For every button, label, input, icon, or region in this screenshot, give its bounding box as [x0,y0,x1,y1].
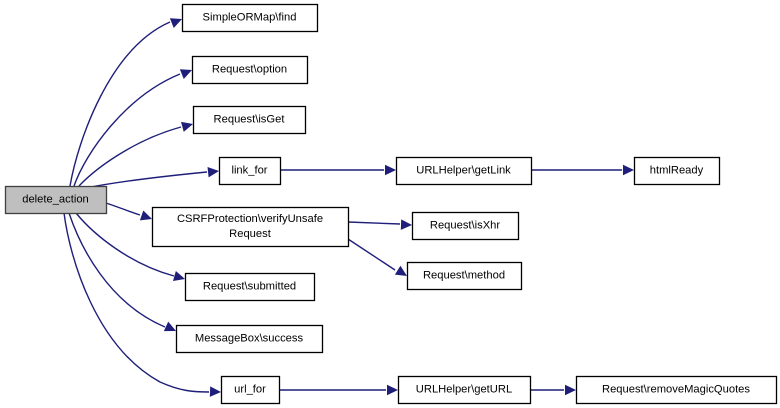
edge-delete_action-to-request_option [73,69,192,187]
node-link_for[interactable]: link_for [218,156,282,186]
edge-delete_action-to-request_isget [78,121,193,187]
node-request_submitted[interactable]: Request\submitted [184,272,316,302]
arrowhead-icon [172,270,185,281]
node-label-request_isxhr: Request\isXhr [430,219,501,231]
node-urlhelper_getlink[interactable]: URLHelper\getLink [395,156,533,186]
node-box-urlhelper_geturl[interactable] [397,375,532,405]
node-box-url_for[interactable] [220,375,281,405]
node-label-delete_action: delete_action [22,193,89,205]
node-box-delete_action[interactable] [4,185,108,215]
node-request_option[interactable]: Request\option [191,55,309,85]
edges-layer [63,18,634,397]
edge-urlhelper_getlink-to-htmlready [531,164,634,176]
node-label-request_removemagicquotes: Request\removeMagicQuotes [602,383,750,395]
edge-csrf_verifyunsaferequest-to-request_isxhr [347,219,412,230]
edge-delete_action-to-link_for [85,166,219,189]
arrowhead-icon [623,164,634,176]
edge-delete_action-to-csrf_verifyunsaferequest [105,202,152,221]
arrowhead-icon [394,265,407,276]
node-label-request_submitted: Request\submitted [203,280,296,292]
node-box-request_isget[interactable] [192,105,307,135]
node-label-messagebox_success: MessageBox\success [195,332,304,344]
node-box-csrf_verifyunsaferequest[interactable] [151,206,350,248]
node-box-simpleormap_find[interactable] [181,3,319,33]
edge-urlhelper_geturl-to-request_removemagicquotes [530,384,576,396]
edge-url_for-to-urlhelper_geturl [279,384,398,396]
node-box-request_option[interactable] [191,55,309,85]
node-label-htmlready: htmlReady [650,164,704,176]
edge-link_for-to-urlhelper_getlink [280,164,396,176]
node-request_method[interactable]: Request\method [406,261,523,291]
arrowhead-icon [400,219,412,230]
node-delete_action[interactable]: delete_action [4,185,108,215]
node-urlhelper_geturl[interactable]: URLHelper\getURL [397,375,532,405]
node-box-request_removemagicquotes[interactable] [575,375,778,405]
node-box-htmlready[interactable] [633,156,721,186]
node-box-request_method[interactable] [406,261,523,291]
node-request_removemagicquotes[interactable]: Request\removeMagicQuotes [575,375,778,405]
nodes-layer: delete_action SimpleORMap\findRequest\opt… [4,3,778,405]
edge-delete_action-to-messagebox_success [68,212,176,332]
edge-delete_action-to-url_for [63,212,221,397]
arrowhead-icon [181,121,193,132]
arrowhead-icon [209,386,221,397]
node-label-simpleormap_find: SimpleORMap\find [203,11,297,23]
node-label-link_for: link_for [231,164,267,176]
edge-delete_action-to-simpleormap_find [69,18,182,187]
arrowhead-icon [387,384,398,396]
arrowhead-icon [565,384,576,396]
arrowhead-icon [169,18,182,28]
node-url_for[interactable]: url_for [220,375,281,405]
node-request_isxhr[interactable]: Request\isXhr [411,211,520,241]
node-label-request_option: Request\option [212,63,287,75]
edge-delete_action-to-request_submitted [75,212,185,281]
node-label-urlhelper_getlink: URLHelper\getLink [416,164,511,176]
node-box-link_for[interactable] [218,156,282,186]
node-box-request_isxhr[interactable] [411,211,520,241]
edge-csrf_verifyunsaferequest-to-request_method [347,238,407,276]
node-label-url_for: url_for [234,383,266,395]
node-box-messagebox_success[interactable] [175,324,324,354]
node-messagebox_success[interactable]: MessageBox\success [175,324,324,354]
node-box-request_submitted[interactable] [184,272,316,302]
node-label-request_method: Request\method [423,269,505,281]
node-simpleormap_find[interactable]: SimpleORMap\find [181,3,319,33]
arrowhead-icon [207,166,219,178]
arrowhead-icon [163,321,176,332]
arrowhead-icon [385,164,396,176]
node-box-urlhelper_getlink[interactable] [395,156,533,186]
node-label-urlhelper_geturl: URLHelper\getURL [416,383,512,395]
node-htmlready[interactable]: htmlReady [633,156,721,186]
arrowhead-icon [179,69,192,79]
node-label-request_isget: Request\isGet [214,113,286,125]
node-request_isget[interactable]: Request\isGet [192,105,307,135]
arrowhead-icon [139,210,152,221]
